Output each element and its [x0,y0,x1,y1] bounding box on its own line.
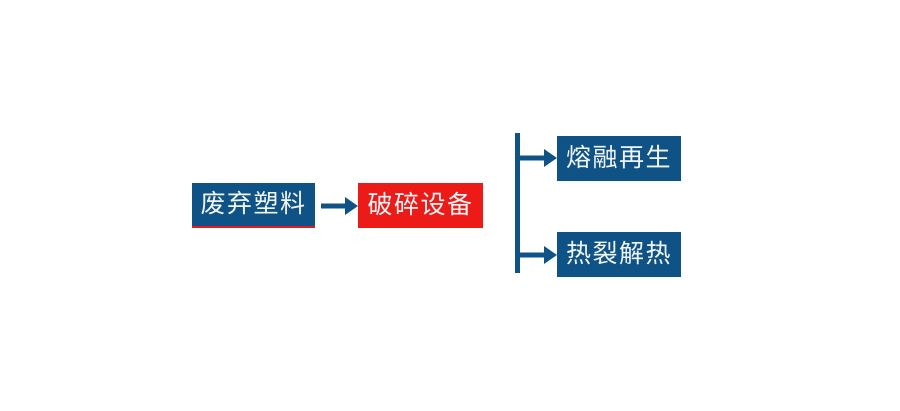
node-output-top-label: 熔融再生 [565,144,672,172]
node-process-label: 破碎设备 [367,191,474,219]
arrow-right-icon [321,190,359,222]
node-output-melt-regeneration[interactable]: 熔融再生 [557,136,681,181]
node-output-pyrolysis[interactable]: 热裂解热 [557,232,681,277]
split-bracket-svg [515,133,557,273]
arrow-right-svg [321,197,358,215]
node-input-waste-plastic[interactable]: 废弃塑料 [192,183,315,228]
node-process-crusher[interactable]: 破碎设备 [358,183,483,228]
node-output-bottom-label: 热裂解热 [565,240,672,268]
node-input-label: 废弃塑料 [200,190,307,218]
split-bracket-icon [508,126,562,282]
